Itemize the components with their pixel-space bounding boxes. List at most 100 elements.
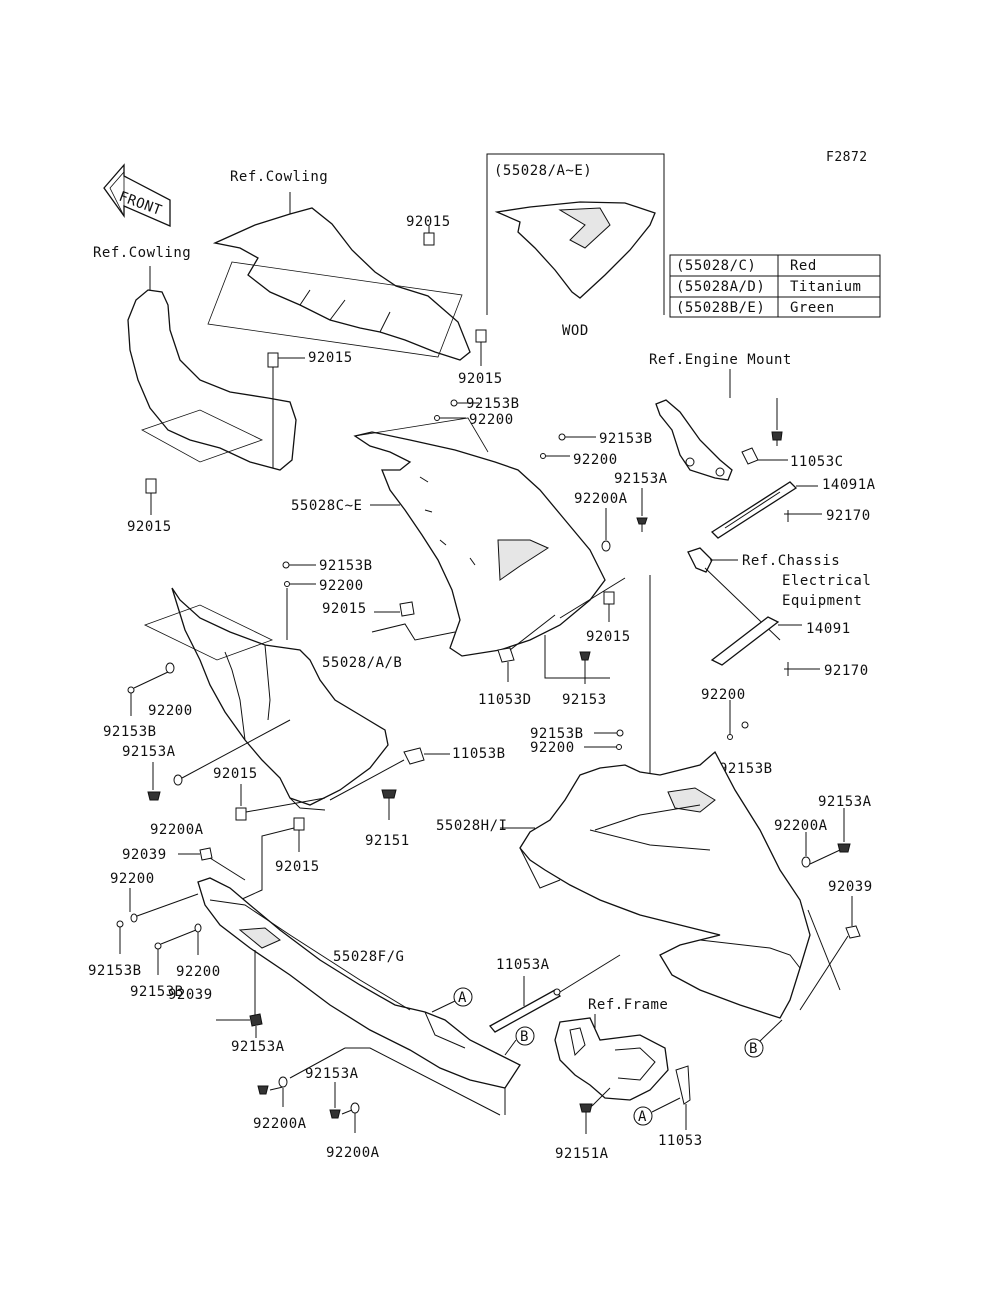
part-label-92200: 92200	[148, 703, 193, 719]
washer-92200-a	[434, 415, 440, 421]
part-label-92039: 92039	[122, 847, 167, 863]
color-table: (55028/C) Red (55028A/D) Titanium (55028…	[669, 254, 881, 318]
washer-92200a-c	[278, 1076, 288, 1088]
part-label-92153b: 92153B	[88, 963, 142, 979]
part-label-92200: 92200	[469, 412, 514, 428]
part-label-92015: 92015	[275, 859, 320, 875]
part-label-92200a: 92200A	[774, 818, 828, 834]
part-label-92153a: 92153A	[122, 744, 176, 760]
screw-92170-a	[784, 510, 822, 522]
part-label-92153b: 92153B	[719, 761, 773, 777]
washer-92200-c	[284, 581, 290, 587]
washer-92200-e	[173, 774, 183, 786]
screw-92153a-a	[636, 517, 648, 532]
figure-code: F2872	[826, 150, 868, 165]
part-label-92200a: 92200A	[574, 491, 628, 507]
nut-92039-c	[249, 1013, 263, 1027]
color-table-color: Green	[790, 300, 835, 316]
part-label-92200a: 92200A	[150, 822, 204, 838]
color-table-color: Titanium	[790, 279, 861, 295]
part-label-92200: 92200	[176, 964, 221, 980]
part-label-92200: 92200	[573, 452, 618, 468]
rod-11053a	[488, 988, 562, 1033]
clip-11053d	[497, 647, 515, 682]
part-label-55028c-e: 55028C~E	[291, 498, 362, 514]
part-label-92200: 92200	[319, 578, 364, 594]
part-label-92200a: 92200A	[253, 1116, 307, 1132]
grommet-92015-a	[423, 232, 435, 246]
part-label-92200: 92200	[110, 871, 155, 887]
frame-bracket-part	[554, 1017, 669, 1101]
bolt-92153b-d	[127, 686, 135, 694]
bolt-engine-mount	[771, 431, 783, 446]
grommet-92015-g	[235, 807, 247, 821]
lower-left-undercowl-part	[197, 877, 521, 1089]
color-table-code: (55028B/E)	[676, 300, 765, 316]
ref-engine-mount-label: Ref.Engine Mount	[649, 352, 792, 368]
part-label-92015: 92015	[213, 766, 258, 782]
bolt-92153b-c	[282, 561, 290, 569]
grommet-92015-d	[145, 478, 157, 494]
screw-92151	[381, 789, 397, 799]
color-table-code: (55028/C)	[676, 258, 756, 274]
grommet-92015-e	[399, 601, 415, 617]
washer-92200-g	[727, 734, 733, 740]
chassis-bracket	[687, 547, 713, 573]
part-label-92015: 92015	[458, 371, 503, 387]
callout-b[interactable]: B	[515, 1026, 535, 1046]
grommet-92015-b	[475, 329, 487, 343]
part-label-92015: 92015	[127, 519, 172, 535]
part-label-11053c: 11053C	[790, 454, 844, 470]
screw-92153a-d	[257, 1085, 269, 1095]
part-label-92170: 92170	[826, 508, 871, 524]
screw-92151a	[579, 1103, 593, 1113]
part-label-92153b: 92153B	[103, 724, 157, 740]
part-label-92153b: 92153B	[130, 984, 184, 1000]
ref-cowling-left-label: Ref.Cowling	[93, 245, 191, 261]
bolt-92153b-a	[450, 399, 463, 407]
part-label-14091: 14091	[806, 621, 851, 637]
bracket-14091a	[710, 481, 798, 539]
screw-92153a-e	[329, 1109, 341, 1119]
part-label-92039: 92039	[168, 987, 213, 1003]
screw-92170-b	[784, 662, 820, 676]
part-label-92015: 92015	[308, 350, 353, 366]
svg-text:A: A	[458, 990, 467, 1006]
part-label-11053b: 11053B	[452, 746, 506, 762]
nut-92039-a	[845, 925, 861, 939]
part-label-92153b: 92153B	[599, 431, 653, 447]
screw-92153	[579, 651, 591, 661]
color-table-color: Red	[790, 258, 817, 274]
part-label-92153a: 92153A	[305, 1066, 359, 1082]
clip-11053c	[741, 447, 759, 465]
clip-11053	[675, 1065, 691, 1105]
part-label-11053a: 11053A	[496, 957, 550, 973]
part-label-92039: 92039	[828, 879, 873, 895]
part-label-55028f-g: 55028F/G	[333, 949, 404, 965]
grommet-92015-h	[293, 817, 305, 831]
callout-a-frame[interactable]: A	[633, 1106, 653, 1126]
part-label-14091a: 14091A	[822, 477, 876, 493]
inset-wod-caption: WOD	[562, 323, 589, 339]
clip-11053b	[403, 747, 425, 765]
washer-92200-h	[130, 913, 138, 923]
color-table-code: (55028A/D)	[676, 279, 765, 295]
engine-mount-bracket	[655, 399, 733, 481]
part-label-92153a: 92153A	[231, 1039, 285, 1055]
svg-text:A: A	[638, 1109, 647, 1125]
inset-wod-header: (55028/A~E)	[494, 163, 592, 179]
lower-right-fairing-part	[519, 750, 811, 1019]
upper-cowling-part	[207, 192, 471, 361]
part-label-92151a: 92151A	[555, 1146, 609, 1162]
bolt-92153b-e	[616, 729, 624, 737]
ref-chassis-label-3: Equipment	[782, 593, 862, 609]
part-label-92200: 92200	[701, 687, 746, 703]
part-label-92170: 92170	[824, 663, 869, 679]
left-side-panel-part	[143, 587, 389, 811]
callout-a[interactable]: A	[453, 987, 473, 1007]
callout-b-right[interactable]: B	[744, 1038, 764, 1058]
ref-chassis-label-2: Electrical	[782, 573, 871, 589]
part-label-92015: 92015	[406, 214, 451, 230]
part-label-55028h-i: 55028H/I	[436, 818, 507, 834]
